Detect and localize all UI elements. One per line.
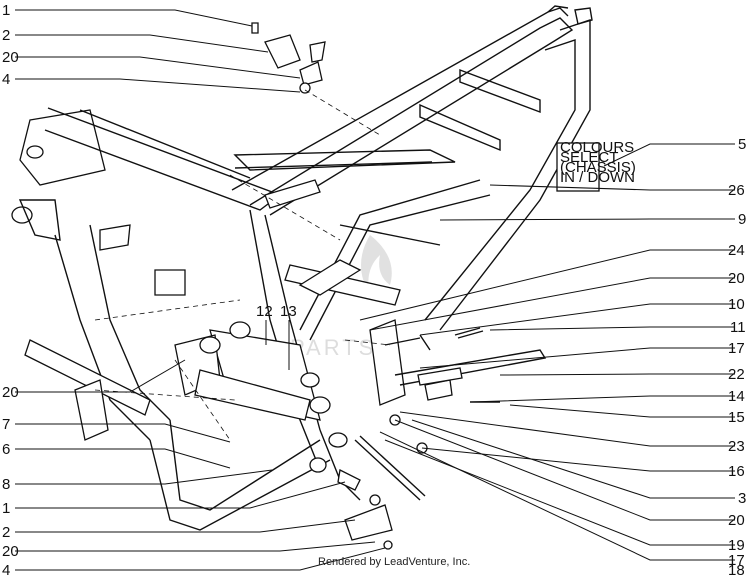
- callout-20: 20: [728, 270, 745, 287]
- callout-17: 17: [728, 340, 745, 357]
- callout-23: 23: [728, 438, 745, 455]
- callout-20: 20: [2, 384, 19, 401]
- alignment-lines: [94, 89, 391, 441]
- render-credit: Rendered by LeadVenture, Inc.: [318, 556, 470, 568]
- label-card-line-1: COLOURS: [560, 139, 634, 156]
- callout-12: 12: [256, 303, 273, 320]
- callout-26: 26: [728, 182, 745, 199]
- callout-2: 2: [2, 524, 10, 541]
- callout-8: 8: [2, 476, 10, 493]
- callout-18: 18: [728, 562, 745, 575]
- stand-assembly: [354, 327, 547, 501]
- label-card: COLOURS SELECT (CHASSIS) IN / DOWN: [556, 139, 636, 192]
- callout-2: 2: [2, 27, 10, 44]
- callout-14: 14: [728, 388, 745, 405]
- callout-9: 9: [738, 211, 746, 228]
- callout-10: 10: [728, 296, 745, 313]
- callouts-left: 1 2 20 4 20 7 6 8 1 2 20 4: [2, 2, 19, 575]
- callout-7: 7: [2, 416, 10, 433]
- label-card-line-2: SELECT: [560, 149, 618, 166]
- svg-text:PARTS: PARTS: [290, 335, 376, 360]
- callout-11: 11: [730, 319, 746, 336]
- bottom-bracket-parts: [337, 469, 393, 550]
- callout-22: 22: [728, 366, 745, 383]
- top-bracket-parts: [251, 22, 326, 94]
- label-card-line-3: (CHASSIS): [560, 159, 636, 176]
- callout-4: 4: [2, 71, 10, 88]
- callouts-right: 5 26 9 24 20 10 11 17 22 14 15 23 16 3 2…: [728, 136, 746, 575]
- callout-5: 5: [738, 136, 746, 153]
- callout-20: 20: [2, 49, 19, 66]
- callout-15: 15: [728, 409, 745, 426]
- callout-1: 1: [2, 500, 10, 517]
- main-frame: [11, 5, 593, 531]
- callout-20: 20: [2, 543, 19, 560]
- callout-17: 17: [728, 552, 745, 569]
- callout-3: 3: [738, 490, 746, 507]
- callout-6: 6: [2, 441, 10, 458]
- callout-16: 16: [728, 463, 745, 480]
- callout-4: 4: [2, 562, 10, 575]
- callout-19: 19: [728, 537, 745, 554]
- callout-1: 1: [2, 2, 10, 19]
- label-card-line-4: IN / DOWN: [560, 169, 635, 186]
- watermark: PARTS: [290, 235, 392, 360]
- callout-24: 24: [728, 242, 745, 259]
- leader-lines: [15, 9, 735, 571]
- callout-13: 13: [280, 303, 297, 320]
- callout-20: 20: [728, 512, 745, 529]
- callouts-top: 12 13: [256, 303, 297, 370]
